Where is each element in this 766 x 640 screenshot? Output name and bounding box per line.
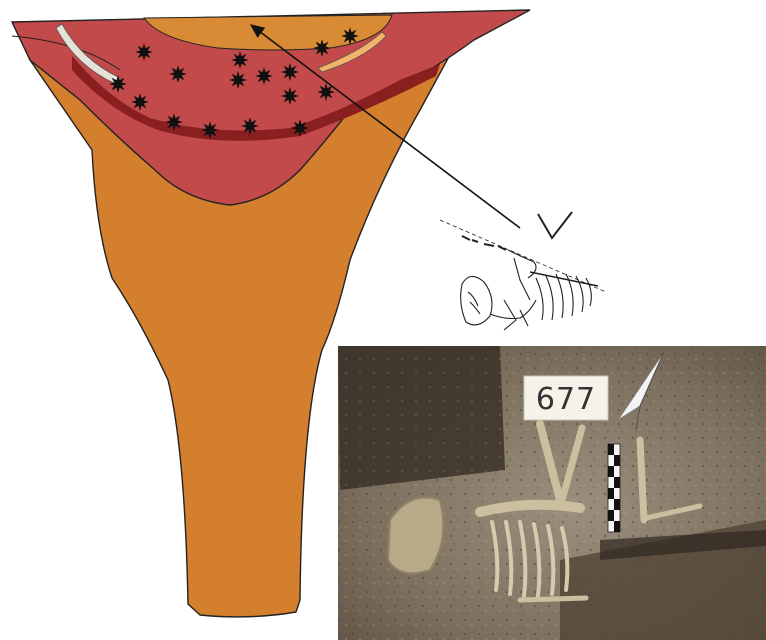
star-marker-icon (229, 71, 247, 89)
star-marker-icon (109, 75, 127, 93)
skeleton-line-drawing (440, 212, 606, 330)
star-marker-icon (255, 67, 273, 85)
skull-sketch-icon (461, 276, 492, 324)
star-marker-icon (281, 87, 299, 105)
excavation-photo: 677 (338, 346, 766, 640)
star-marker-icon (291, 119, 309, 137)
star-marker-icon (241, 117, 259, 135)
star-marker-icon (281, 63, 299, 81)
star-marker-icon (131, 93, 149, 111)
star-marker-icon (135, 43, 153, 61)
star-marker-icon (341, 27, 359, 45)
photo-label-tag: 677 (524, 376, 608, 420)
rib-cage-sketch (530, 272, 598, 320)
star-marker-icon (313, 39, 331, 57)
star-marker-icon (201, 121, 219, 139)
star-marker-icon (231, 51, 249, 69)
v-bone-icon (538, 212, 572, 238)
star-marker-icon (169, 65, 187, 83)
scale-bar-icon (608, 444, 620, 532)
photo-label-text: 677 (536, 382, 596, 417)
star-marker-icon (165, 113, 183, 131)
